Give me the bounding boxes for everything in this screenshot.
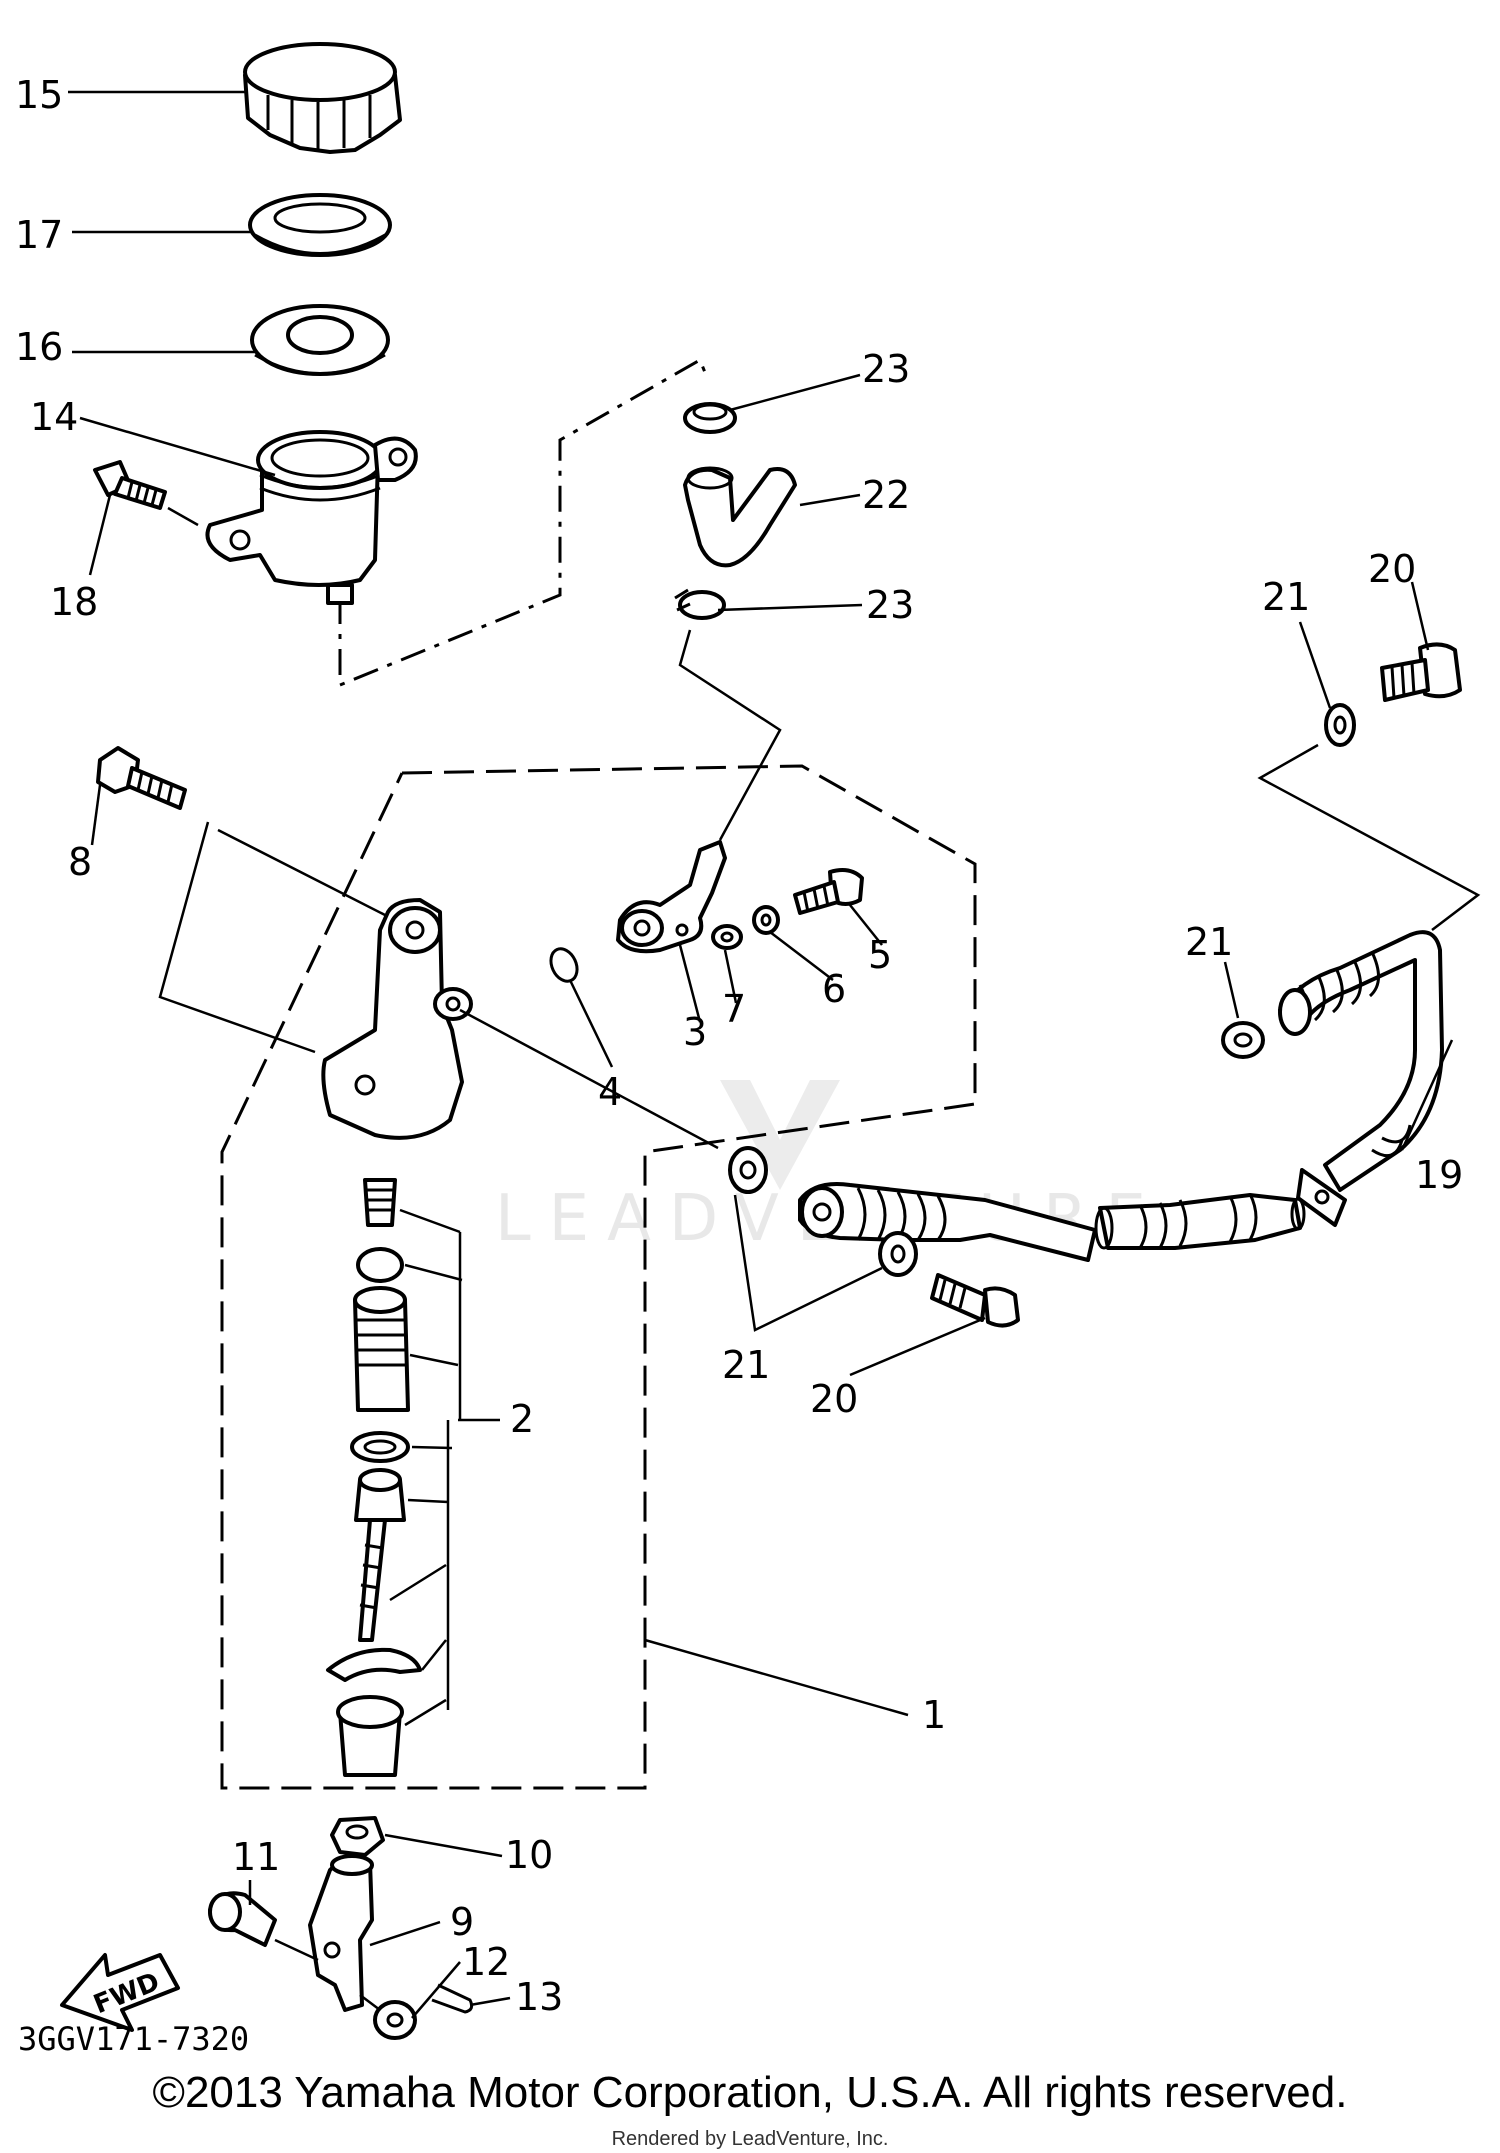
rendered-by-credit: Rendered by LeadVenture, Inc. [611,2128,889,2150]
callout-3: 3 [683,1010,707,1054]
master-cylinder-body-part [321,898,473,1140]
assembly-leader-line [644,1638,909,1717]
diaphragm-plate-part [248,193,392,257]
union-bolt-upper-part [1380,642,1462,702]
outlet-link-line [459,1008,719,1150]
callout-11: 11 [232,1835,280,1879]
callout-17: 17 [15,213,63,257]
callout-20-lower: 20 [810,1377,858,1421]
callout-12: 12 [462,1940,510,1984]
callout-6: 6 [822,967,846,1011]
callout-21-upper: 21 [1262,575,1310,619]
diagram-code: 3GGV171-7320 [18,2020,249,2058]
callout-21-lower: 21 [722,1343,770,1387]
callout-8: 8 [68,840,92,884]
brake-hose-outlet-part [798,1182,1306,1262]
plain-washer-part [752,905,780,935]
exploded-parts-diagram: LEADVENTURE [15,42,1481,2058]
brake-hose-part [1278,930,1444,1227]
cotter-pin-part [431,1983,474,2014]
copper-washer-mid-part [1221,1021,1265,1059]
callout-18: 18 [50,580,98,624]
o-ring-part [549,947,579,983]
callout-13: 13 [515,1975,563,2019]
callout-20-upper: 20 [1368,547,1416,591]
reservoir-hose-part [683,466,797,568]
callout-19: 19 [1415,1153,1463,1197]
callout-14: 14 [30,395,78,439]
hose-clamp-lower-part [674,588,726,620]
hose-link-line [678,629,782,841]
copper-washer-outlet-part [728,1146,768,1194]
callout-4: 4 [598,1070,622,1114]
lock-nut-part [330,1816,385,1857]
spring-washer-part [711,924,743,950]
clevis-part [308,1854,374,2012]
joint-screw-part [793,868,864,915]
diaphragm-part [250,304,390,376]
callout-15: 15 [15,73,63,117]
hose-clamp-upper-part [683,402,737,434]
washer-link-upper [1257,743,1481,931]
reservoir-tank-part [205,430,418,605]
callout-leaders [68,90,1454,2019]
piston-kit-parts [326,1178,463,1777]
callout-22: 22 [862,473,910,517]
copper-washer-upper-part [1324,703,1356,747]
callout-numbers: 15 17 16 14 18 23 22 23 21 20 21 19 8 4 … [15,73,1463,2019]
copper-washer-outer-part [878,1231,918,1277]
master-cylinder-bolt-part [96,746,187,810]
callout-10: 10 [505,1833,553,1877]
union-bolt-lower-part [930,1273,1020,1328]
clevis-link-lines [274,1938,381,2011]
fwd-arrow-icon: FWD [60,1953,180,2032]
master-cylinder-assembly-boundary [220,764,977,1790]
callout-23-lower: 23 [866,583,914,627]
callout-1: 1 [922,1693,946,1737]
callout-16: 16 [15,325,63,369]
callout-5: 5 [868,933,892,977]
reservoir-cap-part [243,42,402,154]
reservoir-screw-part [93,460,199,527]
clevis-pin-part [208,1891,277,1947]
callout-7: 7 [722,987,746,1031]
callout-23-upper: 23 [862,347,910,391]
washer-part [373,2000,417,2040]
copyright-notice: ©2013 Yamaha Motor Corporation, U.S.A. A… [152,2068,1348,2117]
callout-21-mid: 21 [1185,920,1233,964]
hose-joint-part [616,840,727,954]
callout-2: 2 [510,1397,534,1441]
bolt-link-lines [158,821,386,1054]
washer-link-lower [733,1194,883,1332]
callout-9: 9 [450,1900,474,1944]
reservoir-hose-route [338,357,710,688]
